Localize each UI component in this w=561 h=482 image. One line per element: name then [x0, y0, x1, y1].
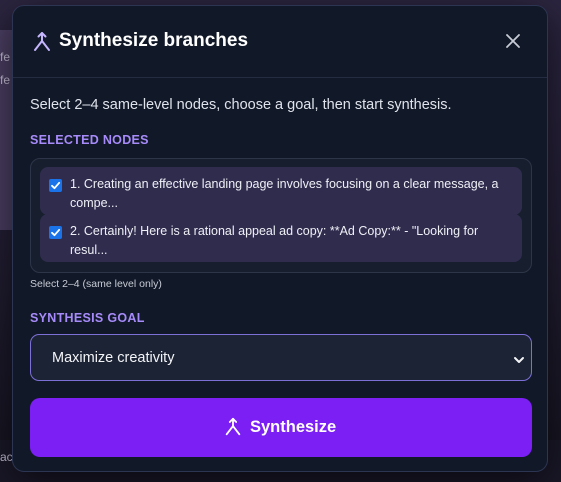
synthesis-goal-select[interactable]: Maximize creativity	[30, 334, 532, 381]
chevron-down-icon	[513, 353, 525, 365]
instructions-text: Select 2–4 same-level nodes, choose a go…	[30, 97, 452, 113]
close-icon	[506, 34, 520, 48]
dialog-header: Synthesize branches	[13, 6, 547, 78]
selection-hint: Select 2–4 (same level only)	[30, 278, 162, 290]
synthesize-dialog: Synthesize branches Select 2–4 same-leve…	[12, 5, 548, 472]
node-checkbox[interactable]	[49, 226, 62, 239]
synthesize-button[interactable]: Synthesize	[30, 398, 532, 457]
background-text: ac	[0, 450, 13, 464]
background-text: fe	[0, 73, 11, 87]
close-button[interactable]	[500, 28, 526, 54]
merge-branch-icon	[223, 417, 243, 437]
selected-nodes-list: 1. Creating an effective landing page in…	[30, 158, 532, 273]
selected-nodes-label: SELECTED NODES	[30, 133, 149, 147]
node-item-2[interactable]: 2. Certainly! Here is a rational appeal …	[40, 214, 522, 262]
synthesize-button-label: Synthesize	[250, 418, 337, 436]
check-icon	[51, 228, 61, 237]
node-text: 2. Certainly! Here is a rational appeal …	[70, 224, 479, 257]
check-icon	[51, 181, 61, 190]
background-text: fe	[0, 50, 11, 64]
dialog-title: Synthesize branches	[59, 30, 249, 51]
background-card	[0, 30, 12, 230]
node-checkbox[interactable]	[49, 179, 62, 192]
merge-branch-icon	[31, 31, 53, 53]
node-text: 1. Creating an effective landing page in…	[70, 177, 499, 210]
synthesis-goal-label: SYNTHESIS GOAL	[30, 311, 145, 325]
node-item-1[interactable]: 1. Creating an effective landing page in…	[40, 167, 522, 215]
select-value: Maximize creativity	[52, 350, 175, 366]
